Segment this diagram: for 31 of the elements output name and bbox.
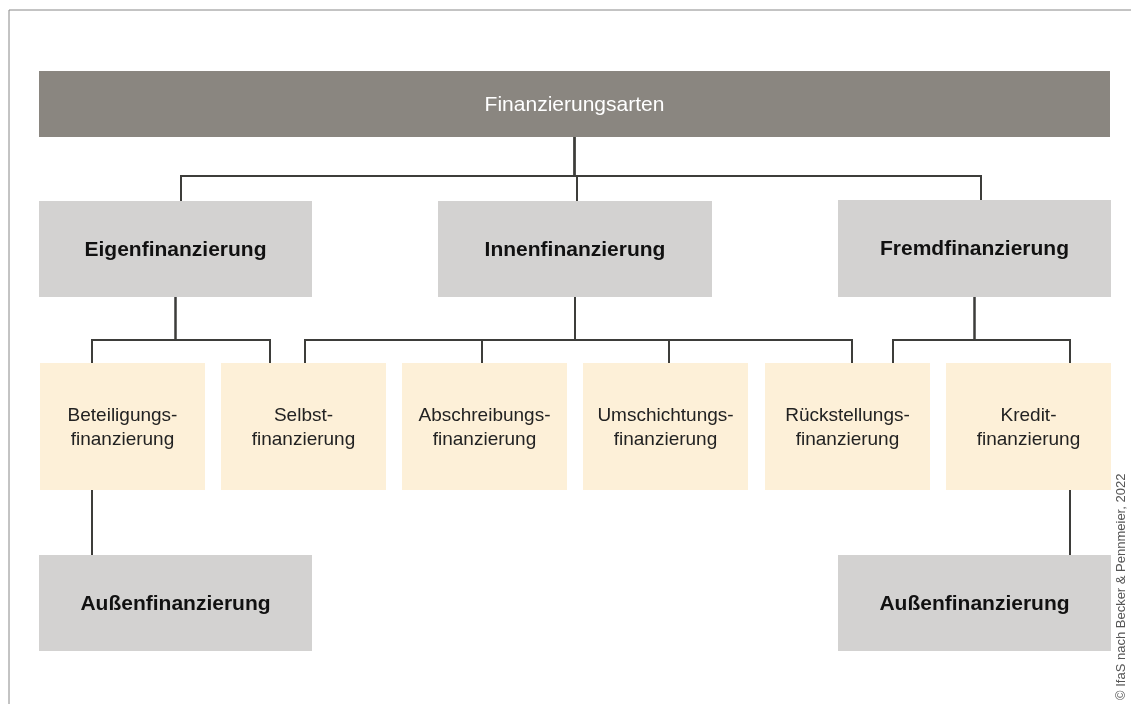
item-box (583, 363, 748, 490)
item-box (40, 363, 205, 490)
header-box (39, 71, 1110, 137)
item-box (946, 363, 1111, 490)
copyright-note: © IfaS nach Becker & Pennmeier, 2022 (1113, 473, 1128, 700)
connector-line (973, 296, 1071, 364)
box-label: Umschichtungs- finanzierung (596, 402, 735, 451)
category-box (838, 555, 1111, 651)
box-label: Innenfinanzierung (483, 235, 667, 262)
connector-line (91, 489, 93, 556)
connector-line (573, 136, 982, 201)
category-box (39, 555, 312, 651)
box-label: Abschreibungs- finanzierung (417, 402, 552, 451)
category-box (39, 201, 312, 297)
box-label: Außenfinanzierung (79, 589, 272, 616)
connector-line (1069, 489, 1071, 556)
box-label: Beteiligungs- finanzierung (66, 402, 179, 451)
box-label: Außenfinanzierung (878, 589, 1071, 616)
box-label: Fremdfinanzierung (879, 235, 1070, 262)
item-box (765, 363, 930, 490)
box-label: Eigenfinanzierung (83, 235, 268, 262)
connector-line (574, 296, 853, 364)
item-box (402, 363, 567, 490)
box-label: Rückstellungs- finanzierung (784, 402, 911, 451)
category-box (438, 201, 712, 297)
category-box (838, 200, 1111, 297)
item-box (221, 363, 386, 490)
connector-line (174, 296, 271, 364)
box-label: Finanzierungsarten (483, 90, 666, 117)
box-label: Kredit- finanzierung (975, 402, 1082, 451)
box-label: Selbst- finanzierung (250, 402, 357, 451)
